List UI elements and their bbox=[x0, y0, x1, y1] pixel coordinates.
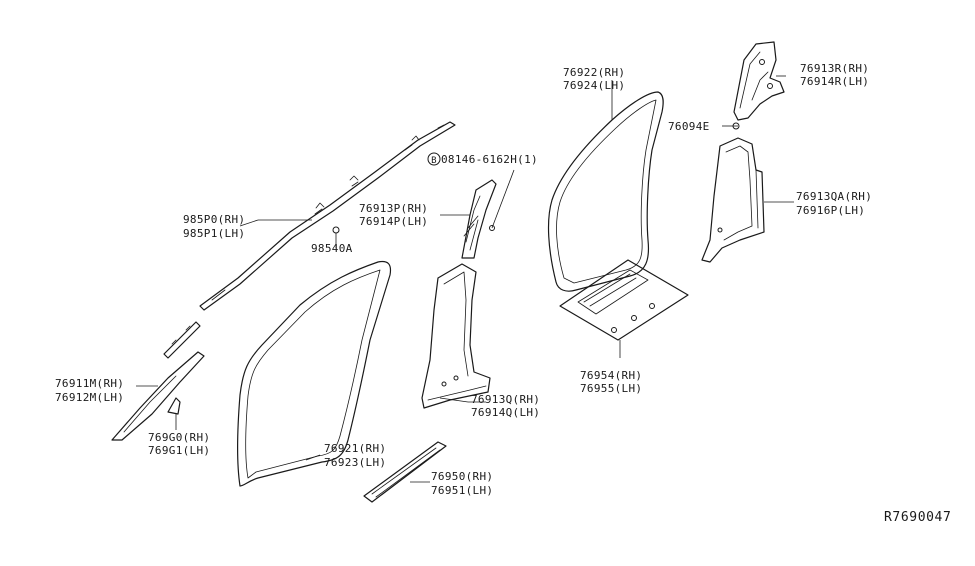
part-labels: 985P0(RH) 985P1(LH) 98540A 08146-6162H(1… bbox=[55, 62, 951, 525]
label-bolt-08146: 08146-6162H(1) bbox=[441, 153, 538, 166]
label-front-kick-plate-lh: 76951(LH) bbox=[431, 484, 493, 497]
label-roof-rail-lh: 985P1(LH) bbox=[183, 227, 245, 240]
clip-98540a-fastener bbox=[332, 226, 340, 240]
label-cpillar-upper-rh: 76913R(RH) bbox=[800, 62, 869, 75]
label-bpillar-upper-lh: 76914P(LH) bbox=[359, 215, 428, 228]
label-rear-weatherstrip-rh: 76922(RH) bbox=[563, 66, 625, 79]
rear-kick-plate bbox=[559, 259, 689, 341]
label-roof-rail-rh: 985P0(RH) bbox=[183, 213, 245, 226]
label-rear-kick-plate-rh: 76954(RH) bbox=[580, 369, 642, 382]
reference-code: R7690047 bbox=[884, 510, 951, 525]
a-pillar-garnish bbox=[111, 351, 205, 441]
label-apillar-rh: 76911M(RH) bbox=[55, 377, 124, 390]
clip-769g0-part bbox=[167, 397, 181, 415]
label-rear-kick-plate-lh: 76955(LH) bbox=[580, 382, 642, 395]
bolt-symbol: B bbox=[427, 152, 441, 166]
label-rear-weatherstrip-lh: 76924(LH) bbox=[563, 79, 625, 92]
front-kick-plate bbox=[363, 441, 447, 503]
label-clip-76094e: 76094E bbox=[668, 120, 710, 133]
front-door-weatherstrip bbox=[237, 260, 392, 487]
label-clip-769g0: 769G0(RH) bbox=[148, 431, 210, 444]
svg-text:B: B bbox=[431, 156, 437, 166]
label-front-kick-plate-rh: 76950(RH) bbox=[431, 470, 493, 483]
label-cpillar-lower-rh: 76913QA(RH) bbox=[796, 190, 872, 203]
b-pillar-upper-garnish bbox=[461, 179, 497, 259]
leader-lines bbox=[136, 75, 794, 483]
rear-door-weatherstrip bbox=[547, 91, 664, 292]
label-front-weatherstrip-lh: 76923(LH) bbox=[324, 456, 386, 469]
label-front-weatherstrip-rh: 76921(RH) bbox=[324, 442, 386, 455]
roof-rail-garnish bbox=[163, 121, 456, 359]
b-pillar-lower-garnish bbox=[421, 263, 491, 409]
label-bpillar-upper-rh: 76913P(RH) bbox=[359, 202, 428, 215]
label-bpillar-lower-lh: 76914Q(LH) bbox=[471, 406, 540, 419]
c-pillar-upper-garnish bbox=[733, 41, 785, 121]
label-cpillar-lower-lh: 76916P(LH) bbox=[796, 204, 865, 217]
label-clip-98540a: 98540A bbox=[311, 242, 353, 255]
label-cpillar-upper-lh: 76914R(LH) bbox=[800, 75, 869, 88]
label-clip-769g1: 769G1(LH) bbox=[148, 444, 210, 457]
label-bpillar-lower-rh: 76913Q(RH) bbox=[471, 393, 540, 406]
label-apillar-lh: 76912M(LH) bbox=[55, 391, 124, 404]
c-pillar-lower-garnish bbox=[701, 137, 765, 263]
